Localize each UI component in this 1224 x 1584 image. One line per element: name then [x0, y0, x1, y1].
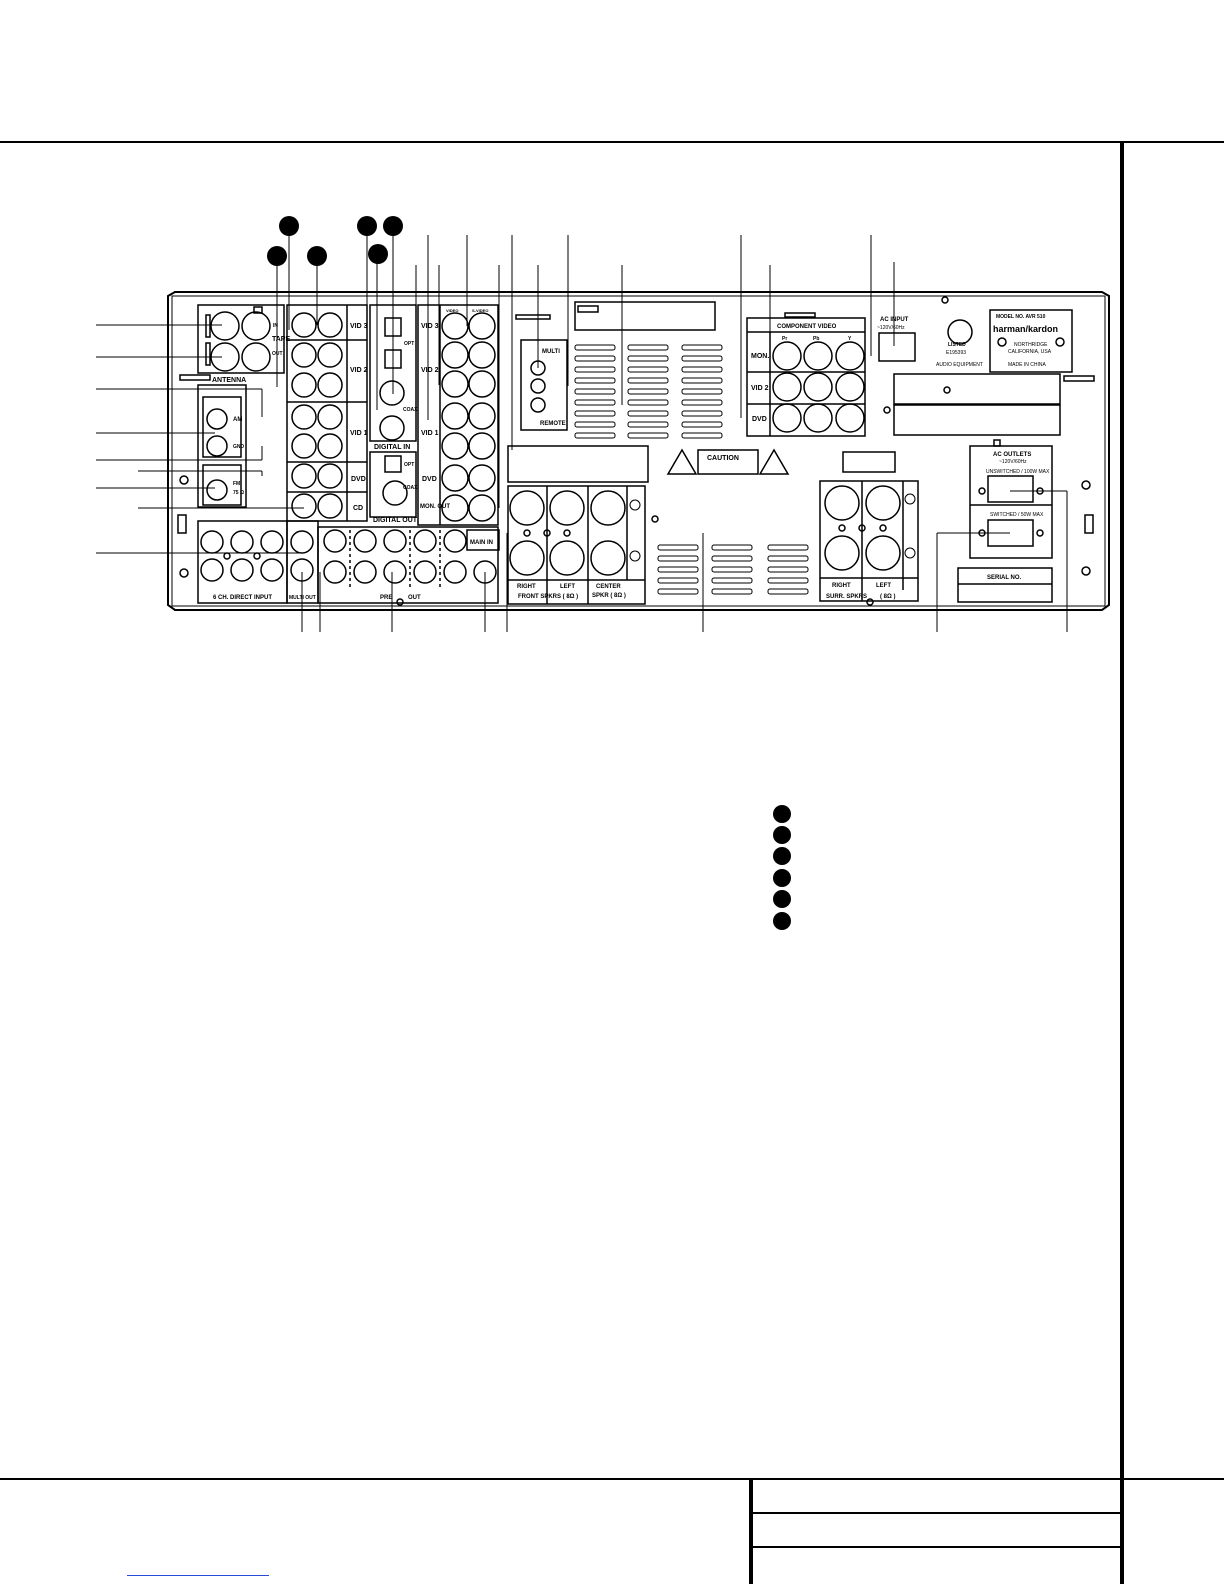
ac-outlets-spec: ~120V/60Hz: [999, 459, 1027, 465]
footer-link-underline[interactable]: [127, 1575, 269, 1576]
pb-label: Pb: [813, 336, 819, 342]
front-right-label: RIGHT: [517, 584, 536, 590]
unswitched-label: UNSWITCHED / 100W MAX: [986, 469, 1050, 475]
pre-out-label-2: OUT: [408, 595, 421, 601]
ul-code: E195393: [946, 350, 966, 356]
component-video-label: COMPONENT VIDEO: [777, 324, 837, 330]
multi-label: MULTI: [542, 349, 560, 355]
legend-bullet-3: [773, 847, 791, 865]
rear-panel-diagram: TAPE IN OUT ANTENNA AM GND FM 75 Ω VID 3…: [96, 216, 1110, 632]
pre-out-label: PRE: [380, 595, 392, 601]
surr-ohm-label: ( 8Ω ): [880, 594, 895, 600]
legend-bullet-5: [773, 890, 791, 908]
svideo-col-label: S-VIDEO: [472, 308, 488, 313]
six-ch-label: 6 CH. DIRECT INPUT: [213, 595, 272, 601]
center-spkr-label: SPKR ( 8Ω ): [592, 593, 626, 599]
coax-in-label: COAX: [403, 407, 418, 413]
cd-audio-label: CD: [353, 505, 363, 512]
switched-label: SWITCHED / 50W MAX: [990, 512, 1044, 518]
top-rule: [0, 141, 1224, 143]
footer-box-line-1: [753, 1512, 1120, 1514]
front-spkrs-label: FRONT SPKRS ( 8Ω ): [518, 594, 578, 600]
surr-right-label: RIGHT: [832, 583, 851, 589]
center-label: CENTER: [596, 584, 621, 590]
antenna-label: ANTENNA: [212, 377, 246, 384]
legend-bullet-6: [773, 912, 791, 930]
dvd-component-label: DVD: [752, 416, 767, 423]
vid2-video-label: VID 2: [421, 367, 439, 374]
vid2-audio-label: VID 2: [350, 367, 368, 374]
fm-label: FM: [233, 481, 240, 487]
footer-box-line-2: [753, 1546, 1120, 1548]
dvd-audio-label: DVD: [351, 476, 366, 483]
tape-in-label: IN: [273, 323, 278, 329]
vid3-video-label: VID 3: [421, 323, 439, 330]
video-col-label: VIDEO: [446, 308, 458, 313]
dvd-video-label: DVD: [422, 476, 437, 483]
tape-label: TAPE: [272, 336, 290, 343]
tape-out-label: OUT: [272, 351, 283, 357]
mon-label: MON.: [751, 353, 769, 360]
vid3-audio-label: VID 3: [350, 323, 368, 330]
pr-label: Pr: [782, 336, 787, 342]
remote-label: REMOTE: [540, 421, 566, 427]
made-in-label: MADE IN CHINA: [1008, 362, 1046, 368]
legend-bullet-1: [773, 805, 791, 823]
multi-out-label: MULTI OUT: [289, 595, 316, 601]
vid1-audio-label: VID 1: [350, 430, 368, 437]
audio-equipment-label: AUDIO EQUIPMENT: [936, 362, 983, 368]
serial-no-label: SERIAL NO.: [987, 575, 1022, 581]
vid1-video-label: VID 1: [421, 430, 439, 437]
front-left-label: LEFT: [560, 584, 575, 590]
brand-label: harman/kardon: [993, 324, 1058, 334]
caution-label: CAUTION: [707, 455, 739, 462]
legend-bullet-2: [773, 826, 791, 844]
ac-input-spec: ~120V/60Hz: [877, 325, 905, 331]
ac-outlets-label: AC OUTLETS: [993, 452, 1031, 458]
surr-left-label: LEFT: [876, 583, 891, 589]
mon-out-label: MON. OUT: [420, 504, 450, 510]
listed-label: LISTED: [948, 342, 966, 348]
surr-spkrs-label: SURR. SPKRS: [826, 594, 867, 600]
am-label: AM: [233, 417, 242, 423]
coax-out-label: COAX: [403, 485, 418, 491]
opt-in-label: OPT: [404, 341, 414, 347]
northridge-label: NORTHRIDGE: [1014, 342, 1048, 348]
digital-in-label: DIGITAL IN: [374, 444, 410, 451]
california-label: CALIFORNIA, USA: [1008, 349, 1052, 355]
legend-bullet-4: [773, 869, 791, 887]
main-in-label: MAIN IN: [470, 540, 493, 546]
right-margin-rule: [1120, 141, 1124, 1584]
digital-out-label: DIGITAL OUT: [373, 517, 418, 524]
bottom-rule: [0, 1478, 1224, 1480]
fm-ohm-label: 75 Ω: [233, 490, 244, 496]
gnd-label: GND: [233, 444, 245, 450]
opt-out-label: OPT: [404, 462, 414, 468]
vid2-component-label: VID 2: [751, 385, 769, 392]
ac-input-label: AC INPUT: [880, 317, 909, 323]
model-no-label: MODEL NO. AVR 510: [996, 314, 1046, 320]
y-label: Y: [848, 336, 852, 342]
footer-divider: [749, 1478, 753, 1584]
